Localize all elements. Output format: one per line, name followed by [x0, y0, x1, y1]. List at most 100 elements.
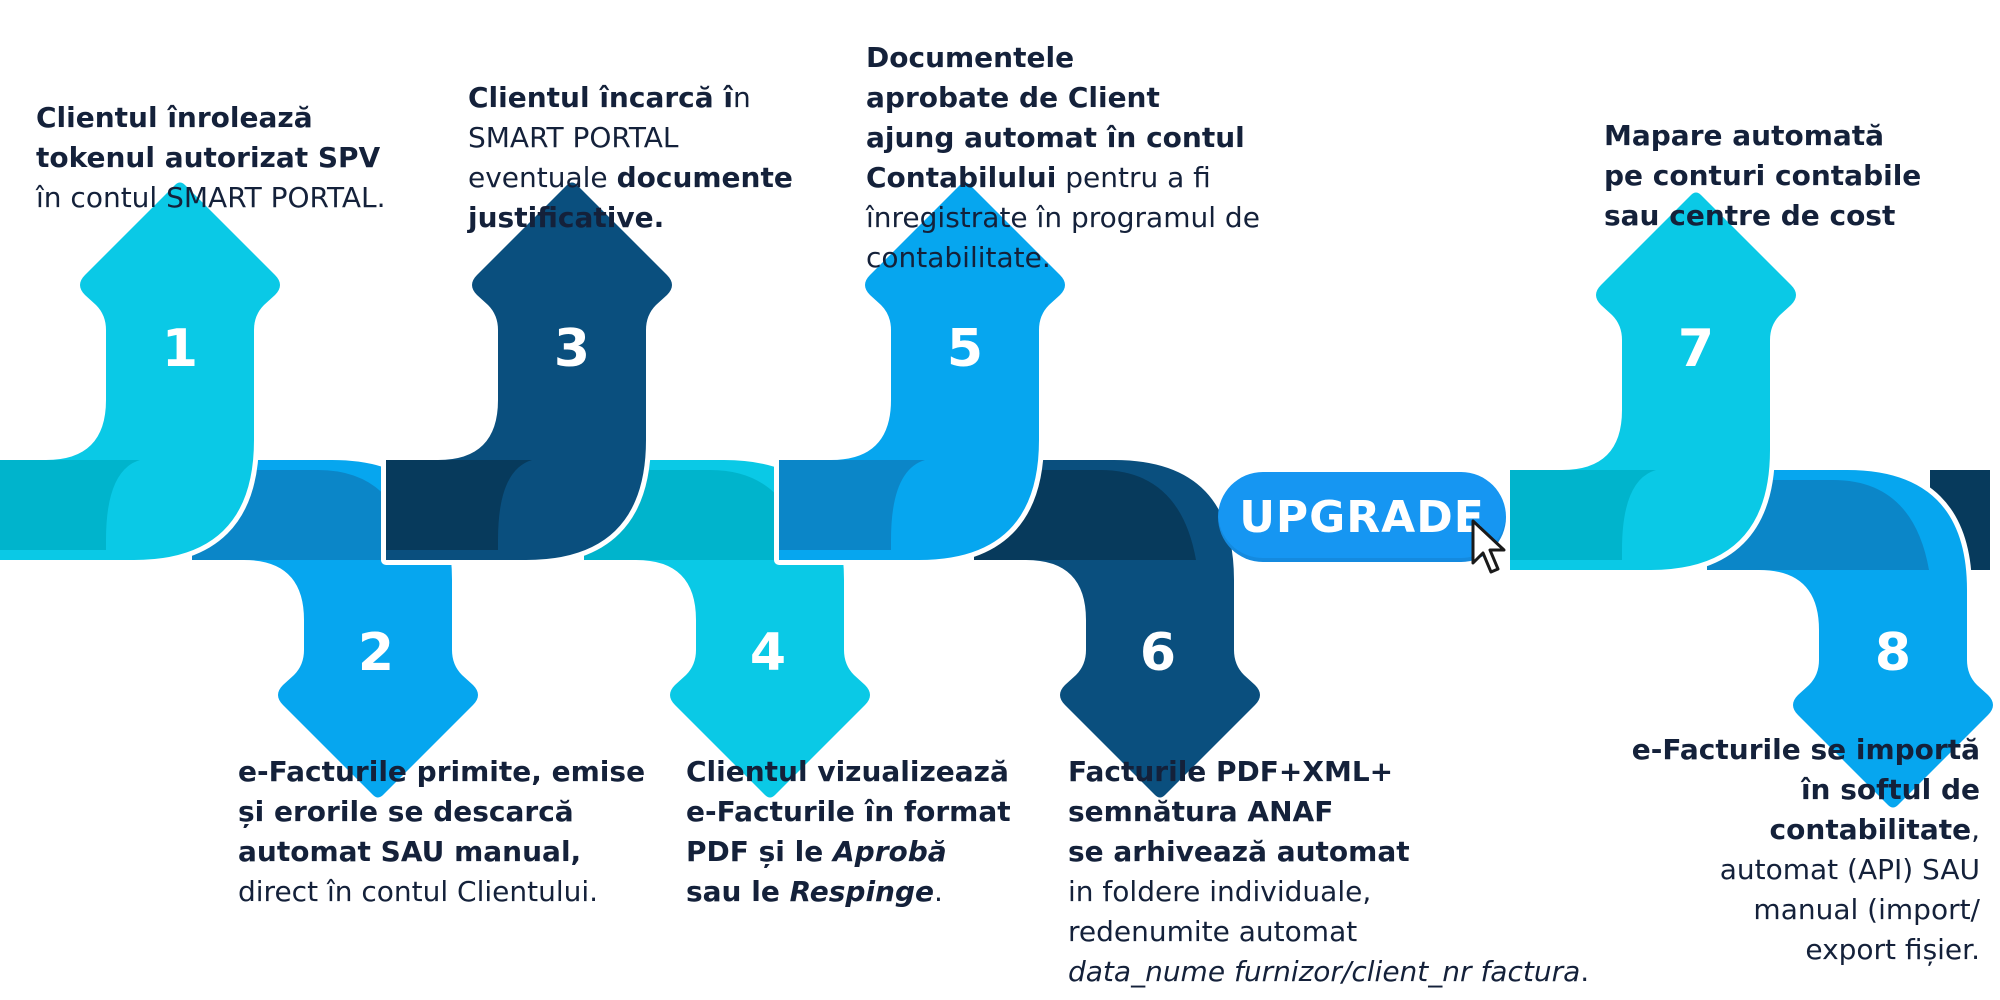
text-run: tokenul autorizat SPV [36, 141, 381, 174]
description-line: și erorile se descarcă [238, 792, 658, 832]
text-run: automat SAU manual, [238, 835, 582, 868]
description-line: e-Facturile se importă [1580, 730, 1980, 770]
description-line: sau centre de cost [1604, 196, 1944, 236]
text-run: SMART PORTAL [468, 121, 679, 154]
text-run: Clientul înrolează [36, 101, 313, 134]
step-6-description: Facturile PDF+XML+ semnătura ANAF se arhiv… [1068, 752, 1628, 992]
description-line: e-Facturile în format [686, 792, 1026, 832]
text-run: în contul SMART PORTAL. [36, 181, 386, 214]
step-7-description: Mapare automată pe conturi contabile sau c… [1604, 116, 1944, 236]
text-run: eventuale [468, 161, 617, 194]
text-run: aprobate de Client [866, 81, 1160, 114]
step-4-description: Clientul vizualizează e-Facturile în form… [686, 752, 1026, 912]
step-number-2: 2 [358, 623, 394, 683]
text-run: PDF și le [686, 835, 833, 868]
arrow-step-5 [779, 183, 1065, 561]
text-run: e-Facturile se importă [1631, 733, 1980, 766]
text-run: , [1971, 813, 1980, 846]
text-run: pentru a fi [1056, 161, 1211, 194]
step-2-description: e-Facturile primite, emise și erorile se … [238, 752, 658, 912]
text-run: Facturile PDF+XML+ [1068, 755, 1394, 788]
description-line: direct în contul Clientului. [238, 872, 658, 912]
text-run: Clientul încarcă î [468, 81, 734, 114]
description-line: în contul SMART PORTAL. [36, 178, 436, 218]
step-number-4: 4 [750, 623, 786, 683]
step-5-description: Documentele aprobate de Client ajung autom… [866, 38, 1306, 278]
text-run: e-Facturile în format [686, 795, 1011, 828]
text-run: automat (API) SAU [1719, 853, 1980, 886]
text-run: redenumite automat [1068, 915, 1358, 948]
description-line: redenumite automat [1068, 912, 1628, 952]
description-line: contabilitate, [1580, 810, 1980, 850]
description-line: PDF și le Aprobă [686, 832, 1026, 872]
text-run: justificative. [468, 201, 665, 234]
text-run: Respinge [789, 875, 935, 908]
arrow-step-7 [1510, 193, 1796, 571]
description-line: înregistrate în programul de [866, 198, 1306, 238]
description-line: sau le Respinge. [686, 872, 1026, 912]
text-run: semnătura ANAF [1068, 795, 1334, 828]
description-line: pe conturi contabile [1604, 156, 1944, 196]
text-run: direct în contul Clientului. [238, 875, 599, 908]
description-line: ajung automat în contul [866, 118, 1306, 158]
description-line: data_nume furnizor/client_nr factura. [1068, 952, 1628, 992]
description-line: Contabilului pentru a fi [866, 158, 1306, 198]
text-run: export fișier. [1805, 933, 1980, 966]
text-run: Documentele [866, 41, 1075, 74]
description-line: se arhivează automat [1068, 832, 1628, 872]
text-run: Clientul vizualizează [686, 755, 1009, 788]
step-number-3: 3 [554, 319, 590, 379]
description-line: SMART PORTAL [468, 118, 808, 158]
text-run: e-Facturile primite, emise [238, 755, 646, 788]
text-run: contabilitate [1769, 813, 1972, 846]
description-line: Documentele [866, 38, 1306, 78]
text-run: înregistrate în programul de [866, 201, 1260, 234]
description-line: automat SAU manual, [238, 832, 658, 872]
text-run: Contabilului [866, 161, 1057, 194]
description-line: în softul de [1580, 770, 1980, 810]
arrow-step-3 [386, 183, 672, 561]
text-run: . [934, 875, 943, 908]
description-line: manual (import/ [1580, 890, 1980, 930]
text-run: sau le [686, 875, 790, 908]
description-line: Mapare automată [1604, 116, 1944, 156]
mouse-pointer-icon [1471, 519, 1506, 574]
description-line: e-Facturile primite, emise [238, 752, 658, 792]
text-run: in foldere individuale, [1068, 875, 1372, 908]
text-run: Aprobă [833, 835, 947, 868]
description-line: justificative. [468, 198, 808, 238]
description-line: eventuale documente [468, 158, 808, 198]
text-run: n [733, 81, 751, 114]
description-line: export fișier. [1580, 930, 1980, 970]
description-line: semnătura ANAF [1068, 792, 1628, 832]
text-run: pe conturi contabile [1604, 159, 1922, 192]
text-run: documente [616, 161, 793, 194]
step-number-1: 1 [162, 319, 198, 379]
text-run: data_nume furnizor/client_nr factura [1068, 955, 1581, 988]
description-line: contabilitate. [866, 238, 1306, 278]
description-line: aprobate de Client [866, 78, 1306, 118]
arrow-step-1 [0, 183, 280, 561]
text-run: și erorile se descarcă [238, 795, 574, 828]
text-run: sau centre de cost [1604, 199, 1896, 232]
description-line: Clientul încarcă în [468, 78, 808, 118]
step-number-8: 8 [1875, 623, 1911, 683]
description-line: Clientul înrolează [36, 98, 436, 138]
step-number-6: 6 [1140, 623, 1176, 683]
description-line: tokenul autorizat SPV [36, 138, 436, 178]
description-line: Clientul vizualizează [686, 752, 1026, 792]
description-line: Facturile PDF+XML+ [1068, 752, 1628, 792]
upgrade-button[interactable]: UPGRADE [1218, 472, 1506, 562]
text-run: se arhivează automat [1068, 835, 1410, 868]
text-run: contabilitate. [866, 241, 1051, 274]
text-run: Mapare automată [1604, 119, 1885, 152]
text-run: ajung automat în contul [866, 121, 1245, 154]
step-number-5: 5 [947, 319, 983, 379]
step-1-description: Clientul înrolează tokenul autorizat SPV î… [36, 98, 436, 218]
text-run: manual (import/ [1753, 893, 1980, 926]
step-number-7: 7 [1678, 319, 1714, 379]
description-line: in foldere individuale, [1068, 872, 1628, 912]
